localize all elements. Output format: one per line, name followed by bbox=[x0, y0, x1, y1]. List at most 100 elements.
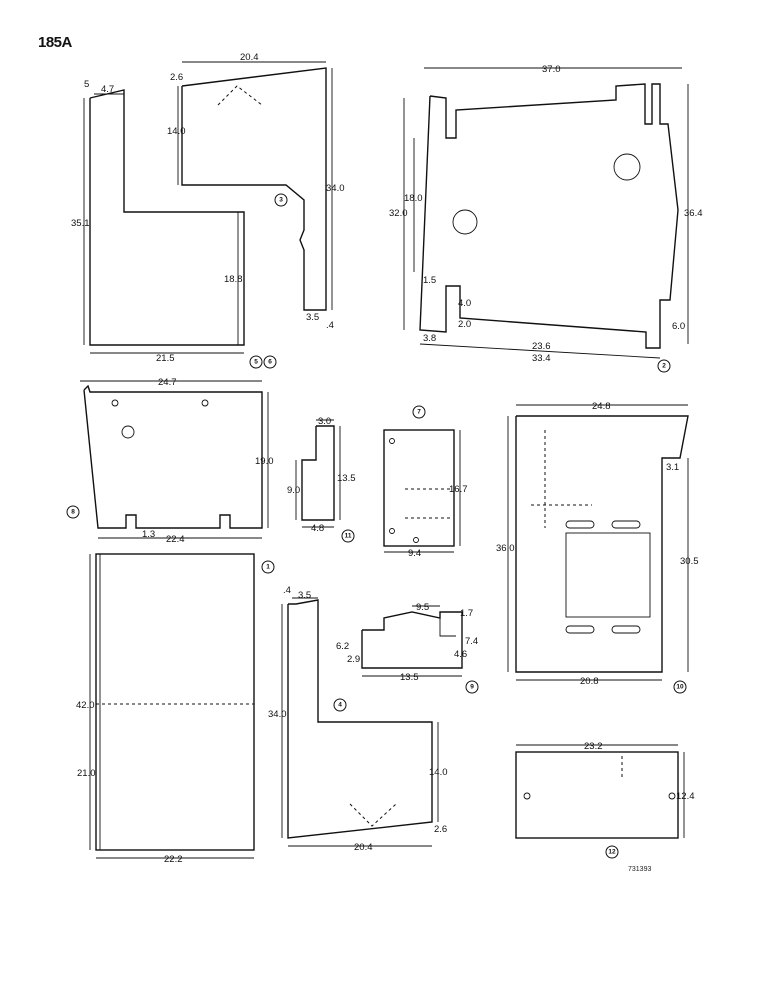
part-7-outline bbox=[383, 429, 455, 547]
part-11-dim-bottom: 4.8 bbox=[311, 523, 324, 534]
part-5-dim-top: 5 bbox=[84, 79, 89, 90]
part-2-callout bbox=[657, 359, 671, 373]
part-3-dim-d4: .4 bbox=[326, 320, 334, 331]
part-12-number: 12 bbox=[608, 849, 616, 856]
part-10-slot bbox=[565, 625, 595, 634]
part-5-outline bbox=[89, 89, 245, 346]
part-8-number: 8 bbox=[71, 509, 75, 516]
part-2-dim-f: 33.4 bbox=[532, 353, 551, 364]
part-12-hole bbox=[668, 792, 676, 800]
part-2-dim-b: 4.0 bbox=[458, 298, 471, 309]
part-5-dim-width: 21.5 bbox=[156, 353, 175, 364]
part-9-number: 9 bbox=[470, 684, 474, 691]
part-2-dim-d: 3.8 bbox=[423, 333, 436, 344]
part-5-dim-lower: 18.8 bbox=[224, 274, 243, 285]
part-11-dim-left: 9.0 bbox=[287, 485, 300, 496]
part-11: 3.0 9.0 13.5 4.8 11 bbox=[287, 416, 356, 543]
part-9-dim-d: 4.6 bbox=[454, 649, 467, 660]
part-4-dim-inner: 14.0 bbox=[429, 767, 448, 778]
part-11-dim-height: 13.5 bbox=[337, 473, 356, 484]
part-9-dim-a: 6.2 bbox=[336, 641, 349, 652]
part-9-outline bbox=[361, 611, 463, 669]
part-2-dim-inner: 18.0 bbox=[404, 193, 423, 204]
part-10-outline bbox=[515, 415, 689, 673]
part-6-number: 6 bbox=[268, 359, 272, 366]
part-2-hole bbox=[613, 153, 641, 181]
part-12: 23.2 12.4 12 bbox=[515, 741, 695, 859]
part-4-dim-top-b: 3.5 bbox=[298, 590, 311, 601]
part-10-dim-tab: 3.1 bbox=[666, 462, 679, 473]
part-8: 24.7 19.0 22.4 1.3 8 bbox=[66, 377, 274, 545]
part-4-dim-top-a: .4 bbox=[283, 585, 291, 596]
page-code: 185A bbox=[38, 34, 72, 51]
part-10-slot bbox=[611, 520, 641, 529]
part-2-dim-right: 36.4 bbox=[684, 208, 703, 219]
part-3-number: 3 bbox=[279, 197, 283, 204]
part-8-hole bbox=[121, 425, 135, 439]
part-1: 42.0 21.0 22.2 1 bbox=[76, 553, 275, 865]
part-4-callout bbox=[333, 698, 347, 712]
part-1-outline bbox=[95, 553, 255, 851]
part-9-dim-b: 2.9 bbox=[347, 654, 360, 665]
part-7-hole bbox=[413, 537, 419, 543]
part-11-number: 11 bbox=[345, 533, 352, 540]
part-3-dim-width: 20.4 bbox=[240, 52, 259, 63]
part-7: 16.7 9.4 7 bbox=[383, 405, 468, 559]
part-2: 37.0 32.0 18.0 36.4 1.5 4.0 2.0 3.8 23.6… bbox=[389, 64, 703, 373]
part-10-slot bbox=[611, 625, 641, 634]
part-2-hole bbox=[452, 209, 478, 235]
part-5-callout bbox=[249, 355, 263, 369]
part-10-dim-bottom: 20.8 bbox=[580, 676, 599, 687]
part-8-dim-height: 19.0 bbox=[255, 456, 274, 467]
part-10: 24.8 36.0 3.1 30.5 20.8 10 bbox=[496, 401, 699, 694]
part-8-hole bbox=[201, 399, 209, 407]
part-2-dim-left: 32.0 bbox=[389, 208, 408, 219]
reference-code: 731393 bbox=[628, 866, 652, 873]
part-4-fold bbox=[349, 803, 397, 827]
part-10-dim-height: 36.0 bbox=[496, 543, 515, 554]
part-7-number: 7 bbox=[417, 409, 421, 416]
part-1-dim-half: 21.0 bbox=[77, 768, 96, 779]
part-3-fold bbox=[217, 85, 263, 106]
part-7-dim-height: 16.7 bbox=[449, 484, 468, 495]
part-2-outline bbox=[419, 83, 679, 349]
part-3-dim-d2: 14.0 bbox=[167, 126, 186, 137]
part-12-hole bbox=[523, 792, 531, 800]
part-8-dim-tab: 1.3 bbox=[142, 529, 155, 540]
part-3-dim-height: 34.0 bbox=[326, 183, 345, 194]
part-10-callout bbox=[673, 680, 687, 694]
part-11-callout bbox=[341, 529, 355, 543]
part-12-dim-height: 12.4 bbox=[676, 791, 695, 802]
part-5: 5 4.7 35.1 18.8 21.5 5 6 bbox=[71, 79, 277, 369]
part-9-dim-right: 1.7 bbox=[460, 608, 473, 619]
part-9-dim-bottom: 13.5 bbox=[400, 672, 419, 683]
part-10-dim-width: 24.8 bbox=[592, 401, 611, 412]
part-9-callout bbox=[465, 680, 479, 694]
part-4-dim-width: 20.4 bbox=[354, 842, 373, 853]
part-7-hole bbox=[389, 528, 395, 534]
part-5-dim-height: 35.1 bbox=[71, 218, 90, 229]
part-8-outline bbox=[83, 384, 263, 529]
part-3-outline bbox=[181, 67, 327, 311]
part-2-dim-width: 37.0 bbox=[542, 64, 561, 75]
part-11-dim-top: 3.0 bbox=[318, 416, 331, 427]
dim-line bbox=[419, 343, 661, 359]
part-9-dim-c: 7.4 bbox=[465, 636, 478, 647]
part-9: 9.5 1.7 6.2 2.9 7.4 4.6 13.5 9 bbox=[336, 602, 479, 694]
part-7-callout bbox=[412, 405, 426, 419]
part-4-dim-height: 34.0 bbox=[268, 709, 287, 720]
part-9-step bbox=[439, 618, 456, 637]
part-5-number: 5 bbox=[254, 359, 258, 366]
part-8-hole bbox=[111, 399, 119, 407]
part-7-dim-width: 9.4 bbox=[408, 548, 421, 559]
part-10-slot bbox=[565, 520, 595, 529]
part-1-number: 1 bbox=[266, 564, 270, 571]
part-9-dim-top: 9.5 bbox=[416, 602, 429, 613]
part-1-dim-height: 42.0 bbox=[76, 700, 95, 711]
part-3-dim-d3: 3.5 bbox=[306, 312, 319, 323]
part-10-dim-inner: 30.5 bbox=[680, 556, 699, 567]
part-12-callout bbox=[605, 845, 619, 859]
part-2-dim-c: 2.0 bbox=[458, 319, 471, 330]
